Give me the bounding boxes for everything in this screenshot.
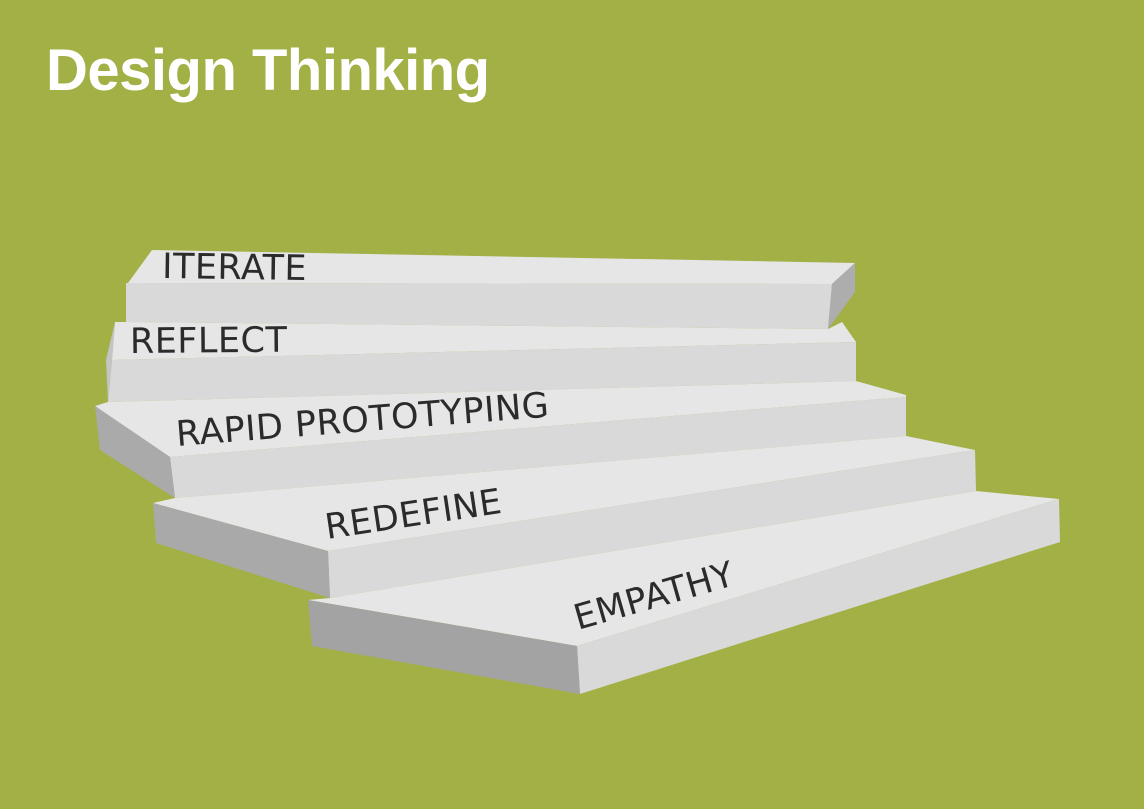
step-redefine-left: [153, 503, 330, 598]
step-redefine-front: [328, 450, 976, 598]
step-reflect-label: REFLECT: [130, 321, 288, 362]
step-redefine-top: [153, 436, 975, 551]
page-title: Design Thinking: [46, 38, 490, 103]
step-reflect: REFLECT: [106, 321, 856, 402]
step-iterate-label: ITERATE: [162, 247, 307, 289]
step-iterate: ITERATE: [126, 247, 855, 329]
step-empathy-front: [577, 499, 1060, 694]
step-reflect-top: [112, 322, 856, 360]
step-rapid-prototyping-left: [95, 406, 175, 498]
step-redefine: REDEFINE: [153, 436, 976, 598]
step-reflect-left: [106, 322, 115, 402]
step-iterate-side: [828, 263, 855, 329]
step-iterate-top: [128, 250, 855, 284]
step-reflect-front: [108, 342, 856, 402]
step-empathy: EMPATHY: [308, 491, 1060, 694]
step-rapid-prototyping: RAPID PROTOTYPING: [95, 381, 906, 498]
step-empathy-top: [308, 491, 1059, 646]
step-iterate-front: [126, 283, 832, 329]
step-rapid-prototyping-top: [95, 381, 906, 457]
step-rapid-prototyping-front: [170, 397, 906, 498]
step-empathy-left: [308, 600, 580, 694]
